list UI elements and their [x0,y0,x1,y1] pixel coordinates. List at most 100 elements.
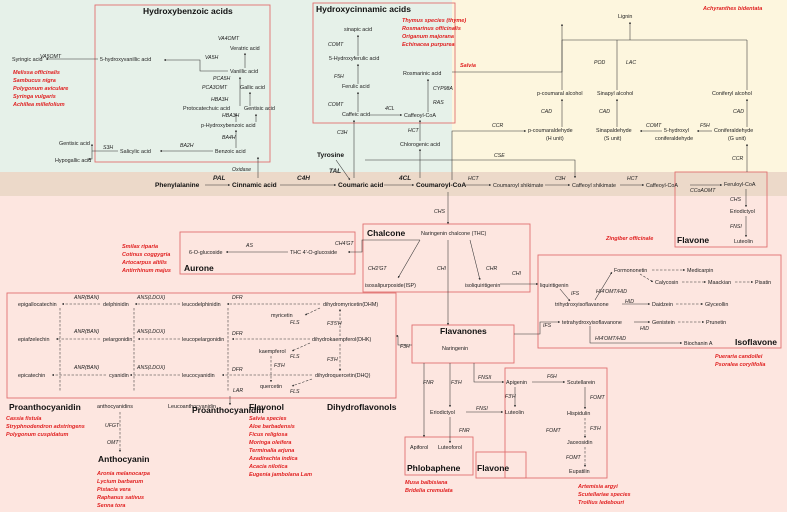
species-name: Artocarpus altilis [121,260,167,266]
enzyme-cad-a: CAD [541,109,552,115]
enzyme-f5h-b: F5H [700,123,710,129]
arrow-vanillic-hydroxyvanillic [163,58,228,72]
arrow-naringenin-apigenin [473,363,505,384]
enzyme-fnsii: FNSII [478,375,492,381]
enzyme-ba2h: BA2H [180,143,194,149]
enzyme-4cl-b: 4CL [398,175,411,182]
compound-dhk: dihydrokaempferol(DHK) [312,337,372,343]
species-name: Sambucus nigra [13,78,56,84]
aurone-box [179,231,356,275]
isoflavone-box [537,254,782,349]
species-name: Achillea millefolium [12,102,65,108]
arrow-tyrosine-coumaric [335,159,351,181]
species-name: Pistacia vera [97,487,131,493]
enzyme-va4omt: VA4OMT [218,36,240,42]
species-zingiber: Zingiber officinale [605,236,653,242]
enzyme-f5h-a: F5H [334,74,344,80]
compound-protocatechuic: Protocatechuic acid [183,106,230,112]
compound-tetrahydroxyiso: tetrahydroxyisoflavanone [562,320,622,326]
compound-prunetin: Prunetin [706,320,726,326]
compound-gallic: Gallic acid [240,85,265,91]
enzyme-s3h: S3H [103,145,113,151]
compound-trihydroxyiso: trihydroxyisoflavanone [555,302,609,308]
title-flavone-bottom: Flavone [477,463,509,473]
species-name: Syringa vulgaris [13,94,56,100]
compound-hydroxyvanillic: 5-hydroxyvanillic acid [100,57,151,63]
enzyme-c3h-b: C3H [555,176,566,182]
enzyme-pca5h: PCA5H [213,76,231,82]
arrow-dhm-myricetin [304,307,321,316]
title-flavanones: Flavanones [440,326,487,336]
compound-rosmarinic: Rosmarinic acid [403,71,441,77]
arrow-thc-isp [397,239,421,279]
title-phlobaphene: Phlobaphene [407,463,461,473]
species-name: Cotinus coggygria [122,252,170,258]
species-name: Aloe barbadensis [248,424,295,430]
compound-medicarpin: Medicarpin [687,268,713,274]
enzyme-chi-b: CHI [512,271,521,277]
species-name: Trollius ledebouri [578,500,625,506]
compound-pcoumaralcohol: p-coumaral alcohol [537,91,583,97]
species-name: Bridelia cremulata [405,488,453,494]
enzyme-dfr-b: DFR [232,331,243,337]
compound-luteolin: Luteolin [505,410,524,416]
enzyme-fomt-c: FOMT [566,455,582,461]
compound-glyceollin: Glyceollin [705,302,728,308]
compound-glucoside6: 6-O-glucoside [189,250,223,256]
species-name: Artemisia argyi [577,484,618,490]
compound-phba: p-Hydroxybenzoic acid [201,123,256,129]
compound-vanillic: Vanillic acid [230,69,258,75]
compound-luteoforol: Luteoforol [438,445,462,451]
compound-quercetin: quercetin [260,384,282,390]
compound-cyanidin: cyanidin [109,373,129,379]
region-green [0,0,452,178]
species-pueraria: Pueraria candollei Psoralea corylifolia [715,354,765,368]
enzyme-hct-a: HCT [408,128,419,134]
enzyme-ifs-a: IFS [571,291,580,297]
enzyme-fnsi-a: FNSI [730,224,742,230]
species-name: Aronia melanocarpa [96,471,150,477]
enzyme-f3ph-a: F3'H [274,363,285,369]
species-hydroxybenzoic: Melissa officinalis Sambucus nigra Polyg… [12,70,68,108]
enzyme-fomt-b: FOMT [546,428,562,434]
compound-syringic: Syringic acid [12,57,43,63]
compound-phenylalanine: Phenylalanine [155,182,200,189]
compound-hydroxyconif-2: coniferaldehyde [655,136,693,142]
species-name: Stryphnodendron adstringens [6,424,85,430]
compound-leucocyanidin: leucocyanidin [182,373,215,379]
species-name: Polygonum cuspidatum [6,432,68,438]
species-name: Lycium barbarum [97,479,143,485]
enzyme-anr-b: ANR(BAN) [73,329,99,335]
species-name: Salvia species [249,416,287,422]
enzyme-dfr-c: DFR [232,367,243,373]
title-hydroxycinnamic: Hydroxycinnamic acids [316,4,411,14]
enzyme-comt-b: COMT [328,102,344,108]
compound-luteolin-top: Luteolin [734,239,753,245]
label-s-unit: (S unit) [604,136,622,142]
compound-leucodelphinidin: leucodelphinidin [182,302,221,308]
arrow-liq-trihydroxyiso [559,288,571,302]
species-name: Senna tora [97,503,125,509]
arrow-thc-thcglu [347,239,420,254]
main-pathway-band [0,172,787,196]
compound-tyrosine: Tyrosine [317,152,344,159]
species-name: Raphanus sativus [97,495,144,501]
compound-genistein: Genistein [652,320,675,326]
compound-benzoic: Benzoic acid [215,149,246,155]
enzyme-ans-a: ANS(LDOX) [136,295,166,301]
compound-chlorogenic: Chlorogenic acid [400,142,440,148]
compound-apigenin: Apigenin [506,380,527,386]
species-name: Thymus species (thyme) [402,18,466,24]
species-name: Acacia nilotica [248,464,288,470]
compound-pelargonidin: pelargonidin [103,337,132,343]
title-dihydroflavonols: Dihydroflavonols [327,402,397,412]
title-isoflavone: Isoflavone [735,337,777,347]
arrow-naringenin-dhk [395,334,412,346]
compound-caffeic: Caffeic acid [342,112,370,118]
species-flavonol: Salvia species Aloe barbadensis Ficus re… [248,416,312,478]
compound-biochanin: Biochanin A [684,341,713,347]
region-pink [0,178,787,512]
hydroxybenzoic-box [94,4,271,163]
enzyme-f3h-a: F3H [400,344,410,350]
